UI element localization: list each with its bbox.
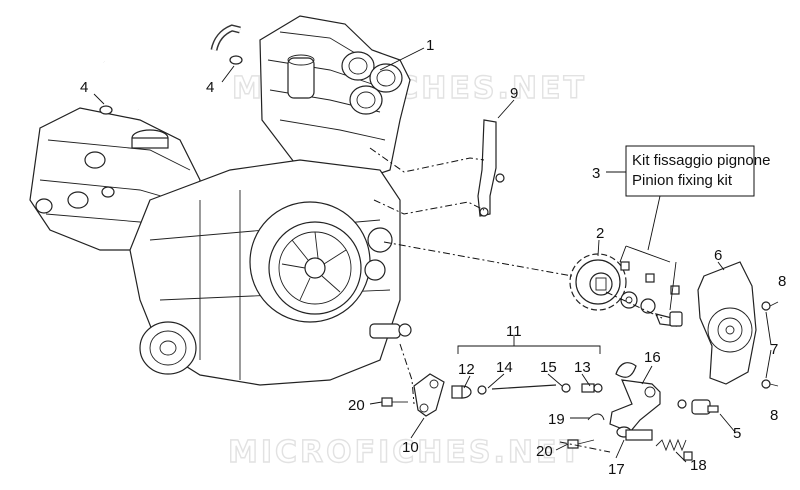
callout-20a: 20 xyxy=(348,397,365,414)
callout-labels: 1 2 3 4 4 5 6 7 8 8 9 10 11 12 13 14 15 … xyxy=(80,37,786,478)
callout-8b: 8 xyxy=(770,407,778,424)
sprocket-cover xyxy=(697,261,757,385)
callout-13: 13 xyxy=(574,359,591,376)
callout-5: 5 xyxy=(733,425,741,442)
cover-screw-top xyxy=(761,301,779,311)
cover-screw-bottom xyxy=(761,379,779,389)
callout-9: 9 xyxy=(510,85,518,102)
pinion-fixing-kit-box: Kit fissaggio pignone Pinion fixing kit xyxy=(625,145,770,197)
pivot-bolt xyxy=(677,399,719,415)
callout-6: 6 xyxy=(714,247,722,264)
leader-lines xyxy=(93,47,772,463)
shift-lever xyxy=(413,373,445,417)
callout-7: 7 xyxy=(770,341,778,358)
callout-11: 11 xyxy=(506,323,522,340)
callout-3: 3 xyxy=(592,165,600,182)
callout-18: 18 xyxy=(690,457,707,474)
breather-hose-2 xyxy=(210,24,243,65)
callout-20b: 20 xyxy=(536,443,553,460)
bolt-20-upper xyxy=(381,397,408,407)
callout-14: 14 xyxy=(496,359,513,376)
callout-12: 12 xyxy=(458,361,475,378)
watermark-bottom: MICROFICHES.NET xyxy=(228,435,583,470)
callout-2: 2 xyxy=(596,225,604,242)
callout-1: 1 xyxy=(426,37,434,54)
callout-4b: 4 xyxy=(206,79,214,96)
callout-4a: 4 xyxy=(80,79,88,96)
front-sprocket xyxy=(569,253,627,311)
assembly-lines xyxy=(369,147,663,453)
callout-8a: 8 xyxy=(778,273,786,290)
gear-lever xyxy=(609,362,661,433)
breather-hose-1 xyxy=(99,61,139,115)
circlip xyxy=(587,413,605,421)
spring xyxy=(655,438,693,461)
callout-19: 19 xyxy=(548,411,565,428)
pinion-kit-parts xyxy=(620,261,683,327)
bracket-plate xyxy=(477,119,505,217)
callout-17: 17 xyxy=(608,461,625,478)
callout-10: 10 xyxy=(402,439,419,456)
kit-label-en: Pinion fixing kit xyxy=(632,172,733,189)
engine-assembly xyxy=(29,15,412,386)
callout-15: 15 xyxy=(540,359,557,376)
kit-label-it: Kit fissaggio pignone xyxy=(632,152,770,169)
callout-16: 16 xyxy=(644,349,661,366)
shift-rod xyxy=(451,383,603,399)
pivot-pin xyxy=(616,426,653,441)
